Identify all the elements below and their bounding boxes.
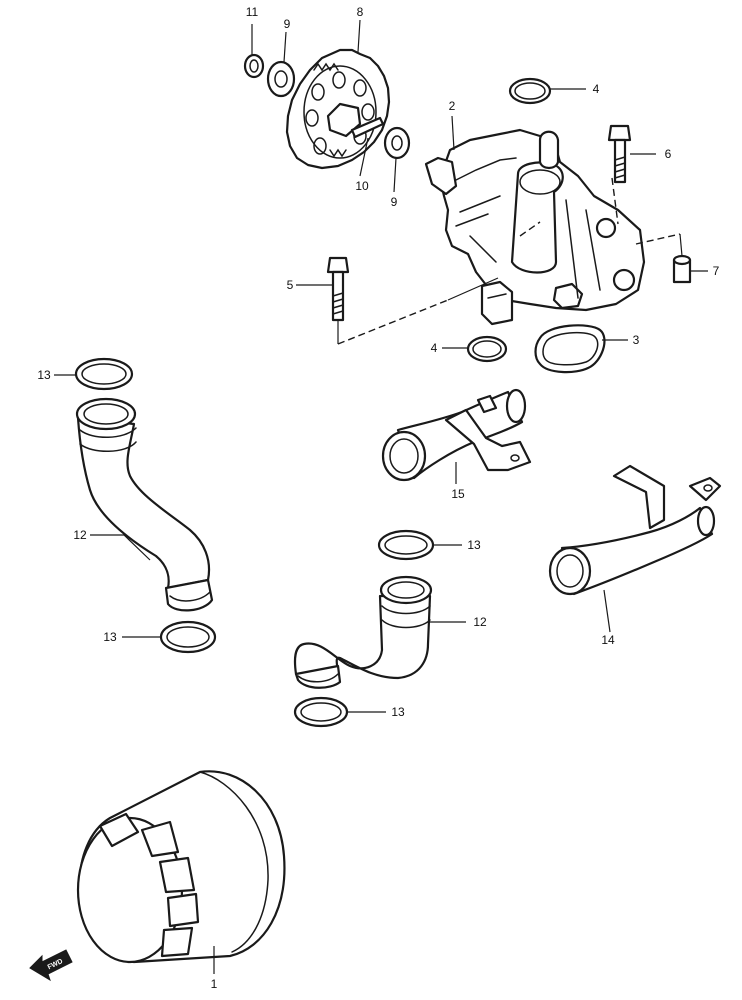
part-1-oil-filter [76,770,286,964]
callout-labels: 11 9 8 4 2 6 10 9 5 7 4 3 13 12 15 13 13… [37,5,719,991]
part-4-o-ring-lower [466,335,508,363]
callout-13-top-left: 13 [37,368,51,382]
callout-1: 1 [211,977,218,991]
part-13-o-ring-center-top [377,529,435,561]
part-9-washer-lower [383,126,411,160]
callout-9-upper: 9 [284,17,291,31]
callout-9-lower: 9 [391,195,398,209]
callout-13-center-bottom: 13 [391,705,405,719]
part-4-o-ring-upper [508,77,552,105]
part-6-bolt [607,124,632,184]
leader-lines [54,19,708,974]
callout-6: 6 [665,147,672,161]
callout-15: 15 [451,487,465,501]
part-14-pipe [548,464,722,596]
callout-13-left-bottom: 13 [103,630,117,644]
callout-2: 2 [449,99,456,113]
callout-12-left: 12 [73,528,87,542]
callout-4-lower: 4 [431,341,438,355]
callout-14: 14 [601,633,615,647]
part-2-oil-pump [424,128,646,326]
callout-4-upper: 4 [593,82,600,96]
part-13-o-ring-center-bottom [293,696,349,728]
part-9-washer-upper [266,60,296,98]
forward-arrow-icon: FWD [29,949,73,982]
part-3-gasket [534,324,606,374]
callout-13-center-top: 13 [467,538,481,552]
callout-5: 5 [287,278,294,292]
part-13-o-ring-left-bottom [159,620,217,654]
callout-3: 3 [633,333,640,347]
part-11-circlip [243,53,265,79]
part-7-dowel [672,254,692,284]
part-15-pipe [381,388,532,482]
part-12-elbow-hose-left [75,397,214,612]
part-10-pin [350,116,385,139]
alignment-lines [337,177,683,345]
callout-7: 7 [713,264,720,278]
part-12-elbow-hose-center [293,575,433,689]
callout-8: 8 [357,5,364,19]
callout-11: 11 [246,5,259,19]
part-13-o-ring-top-left [74,357,134,391]
callout-12-center: 12 [473,615,487,629]
callout-10: 10 [355,179,369,193]
part-5-bolt [326,256,350,322]
part-8-driven-gear [285,48,391,170]
